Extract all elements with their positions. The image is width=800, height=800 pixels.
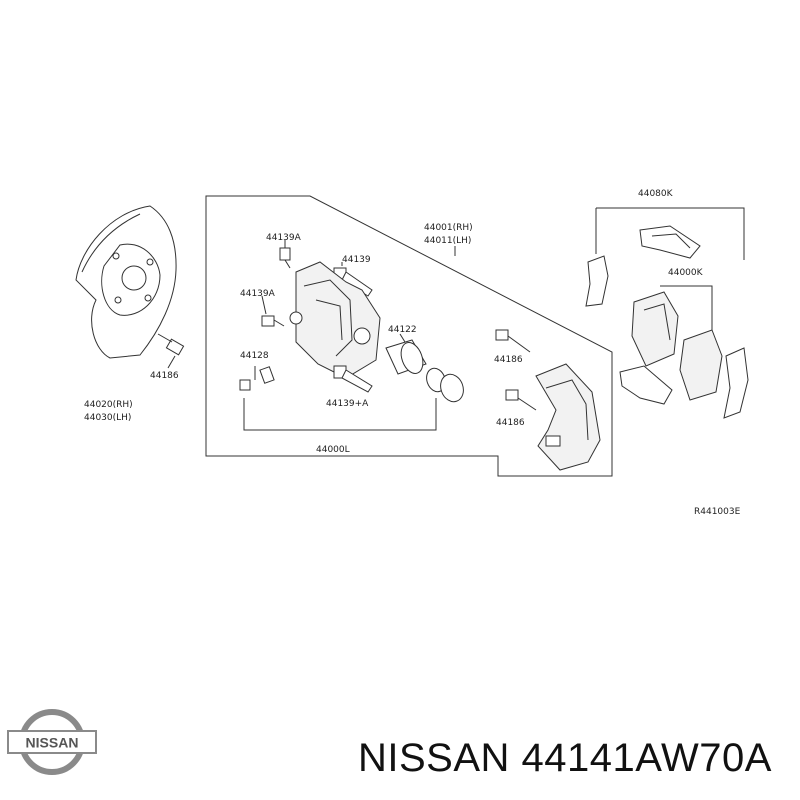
caliper-assembly-frame <box>205 195 613 477</box>
brake-pad-inner <box>631 291 679 367</box>
dust-shield <box>75 205 177 359</box>
part-number-title: NISSAN 44141AW70A <box>358 736 772 780</box>
label-44139a-mid: 44139A <box>240 289 276 299</box>
caliper-bracket <box>535 363 601 471</box>
svg-text:NISSAN: NISSAN <box>26 735 79 751</box>
brake-pad-outer <box>679 329 723 401</box>
nissan-logo: NISSAN <box>7 709 97 775</box>
label-44186-b: 44186 <box>496 418 525 428</box>
callout-44000l <box>243 398 437 431</box>
label-44139a-top: 44139A <box>266 233 302 243</box>
bracket-bolt-upper <box>495 329 531 353</box>
label-44122: 44122 <box>388 325 417 335</box>
label-44128: 44128 <box>240 351 269 361</box>
label-44000k: 44000K <box>668 268 704 278</box>
label-44139a-bottom: 44139+A <box>326 399 369 409</box>
guide-pin-44139a-top <box>279 240 291 269</box>
label-44139-top: 44139 <box>342 255 371 265</box>
bracket-bolt-lower <box>505 389 537 411</box>
shim-clip-top <box>639 225 701 259</box>
bleeder-screw-44128 <box>239 366 275 391</box>
anti-rattle-spring-right <box>723 347 749 419</box>
anti-rattle-spring-left <box>585 255 609 307</box>
shield-bolt <box>157 333 185 369</box>
caliper-body <box>289 261 381 379</box>
label-44080k: 44080K <box>638 189 674 199</box>
guide-pin-44139a-mid <box>261 295 285 327</box>
pad-retainer-clip <box>619 365 673 405</box>
label-44186-a: 44186 <box>494 355 523 365</box>
label-44000l: 44000L <box>316 445 350 455</box>
label-44001-rh: 44001(RH) <box>424 223 473 233</box>
label-44011-lh: 44011(LH) <box>424 236 471 246</box>
reference-code: R441003E <box>694 507 741 517</box>
label-44030-lh: 44030(LH) <box>84 413 131 423</box>
piston-seal-2 <box>440 373 464 403</box>
label-44020-rh: 44020(RH) <box>84 400 133 410</box>
piston-44122 <box>385 333 427 375</box>
label-44186-shield: 44186 <box>150 371 179 381</box>
guide-pin-44139a-bottom <box>333 365 373 393</box>
pad-kit-frame <box>596 207 745 260</box>
